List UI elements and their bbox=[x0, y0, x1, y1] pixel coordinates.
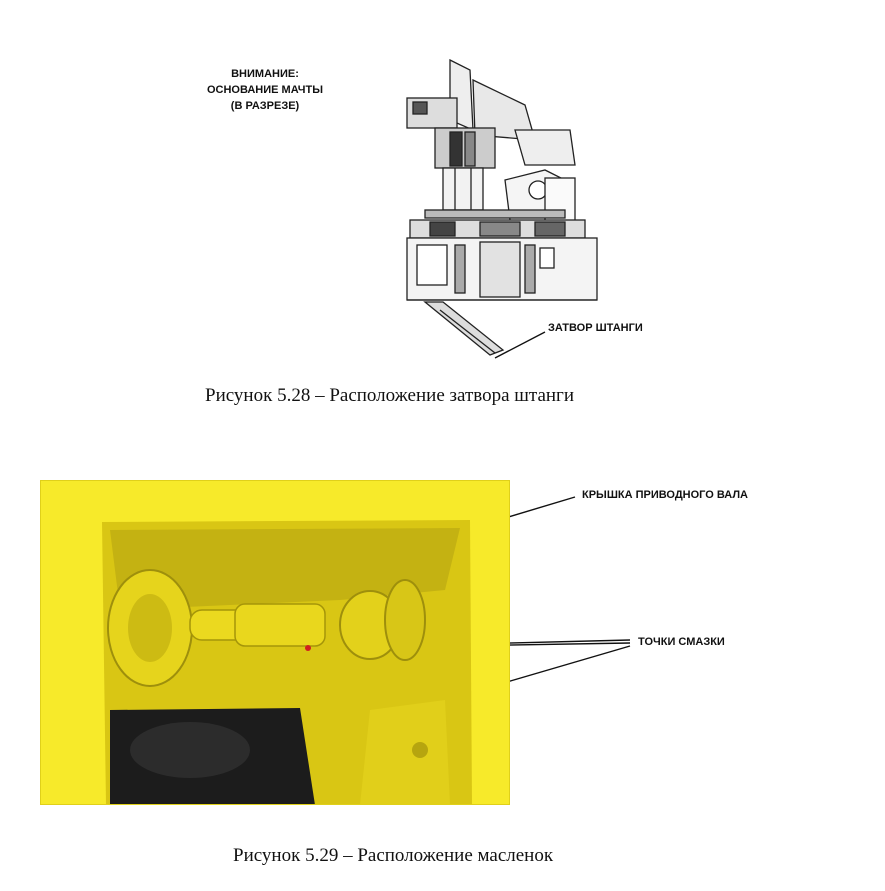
warning-label: ВНИМАНИЕ: ОСНОВАНИЕ МАЧТЫ (В РАЗРЕЗЕ) bbox=[205, 66, 325, 114]
drive-shaft-cover-label: КРЫШКА ПРИВОДНОГО ВАЛА bbox=[582, 489, 748, 501]
figure-528-caption: Рисунок 5.28 – Расположение затвора штан… bbox=[205, 385, 575, 406]
figure-529-caption: Рисунок 5.29 – Расположение масленок bbox=[233, 845, 554, 866]
warning-line-2: ОСНОВАНИЕ МАЧТЫ bbox=[206, 84, 324, 96]
drive-shaft-photo bbox=[40, 480, 510, 805]
mast-base-section-drawing bbox=[406, 58, 598, 356]
boom-shutter-label: ЗАТВОР ШТАНГИ bbox=[548, 322, 643, 334]
warning-line-3: (В РАЗРЕЗЕ) bbox=[230, 100, 300, 112]
grease-points-label: ТОЧКИ СМАЗКИ bbox=[638, 636, 725, 648]
warning-line-1: ВНИМАНИЕ: bbox=[231, 68, 299, 80]
